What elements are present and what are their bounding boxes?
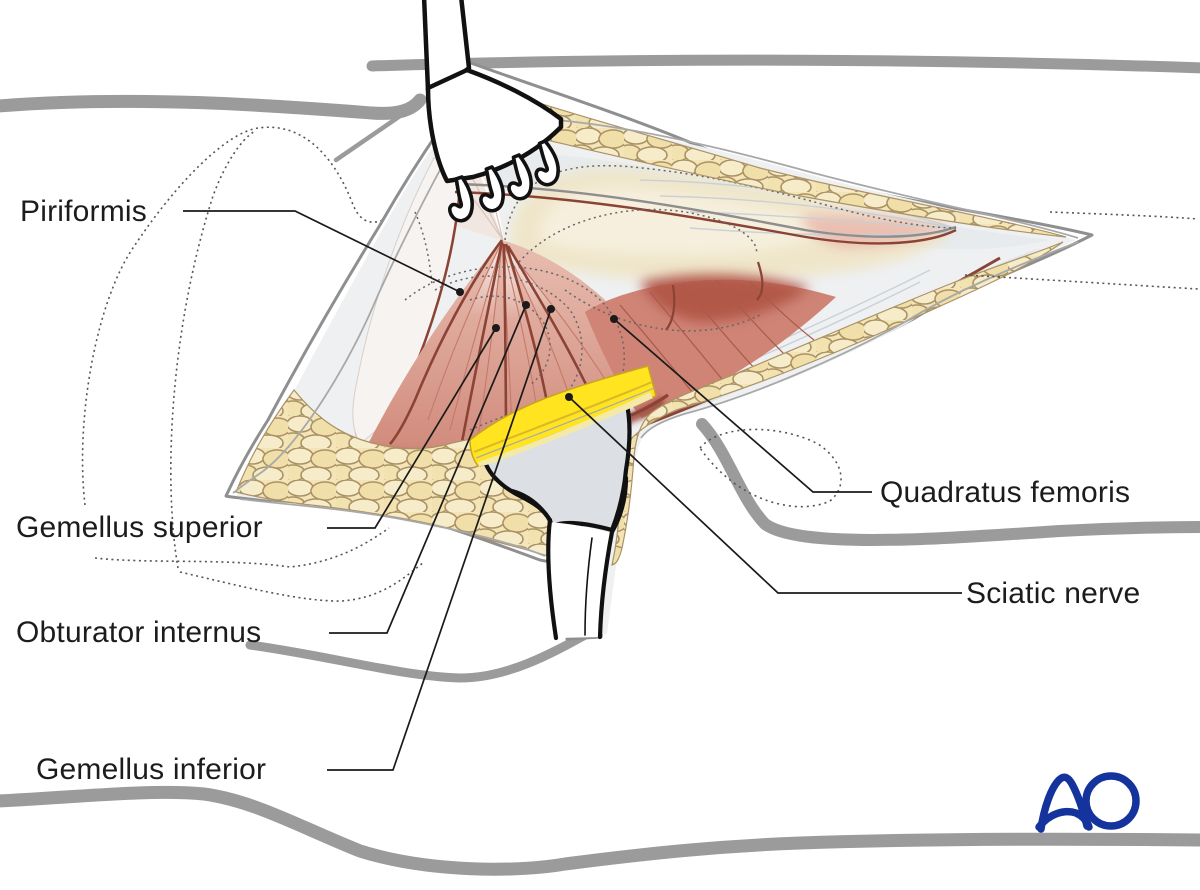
label-gemellus-superior: Gemellus superior	[16, 511, 263, 544]
ao-logo	[1035, 772, 1140, 833]
bone-outline-dotted	[81, 126, 425, 602]
fat-band-bottom-right	[611, 241, 1064, 566]
wound-skin-inner-line	[232, 115, 1079, 557]
label-sciatic-nerve: Sciatic nerve	[966, 577, 1141, 610]
sciatic-nerve-band	[469, 365, 657, 533]
sciatic-nerve-tube	[509, 475, 629, 641]
apex-muscle-tint	[800, 214, 952, 248]
contour-branch	[333, 100, 422, 163]
label-gemellus-inferior: Gemellus inferior	[36, 753, 267, 786]
leader-quadratus-femoris	[610, 315, 872, 493]
leader-obturator-internus	[329, 301, 530, 634]
contour-top-right	[366, 54, 1200, 74]
label-piriformis: Piriformis	[20, 195, 147, 228]
leader-lines	[183, 210, 962, 771]
leader-gemellus-inferior	[327, 305, 555, 771]
contour-bottom	[0, 785, 1200, 876]
retractor-prongs	[448, 139, 560, 223]
leader-gemellus-superior	[327, 324, 500, 529]
fat-band-top	[468, 79, 1067, 238]
retractor	[421, 0, 564, 223]
label-quadratus-femoris: Quadratus femoris	[880, 476, 1131, 509]
label-obturator-internus: Obturator internus	[16, 616, 262, 649]
leader-piriformis	[183, 210, 464, 296]
bone-outline-dotted-right	[698, 211, 1199, 508]
nerve-band-pale-stripe	[478, 392, 653, 466]
leader-sciatic-nerve	[565, 393, 962, 594]
ao-logo-letter-o	[1082, 772, 1140, 830]
ao-logo-letter-a-bar	[1035, 807, 1093, 831]
ao-logo-letter-a	[1037, 773, 1091, 833]
contour-gluteal-fold	[245, 624, 601, 683]
body-contour-lines	[0, 54, 1200, 876]
vessel-lines	[665, 261, 764, 331]
contour-right-middle	[696, 418, 1200, 546]
contour-top-left	[0, 93, 427, 120]
retractor-blade	[425, 67, 564, 184]
